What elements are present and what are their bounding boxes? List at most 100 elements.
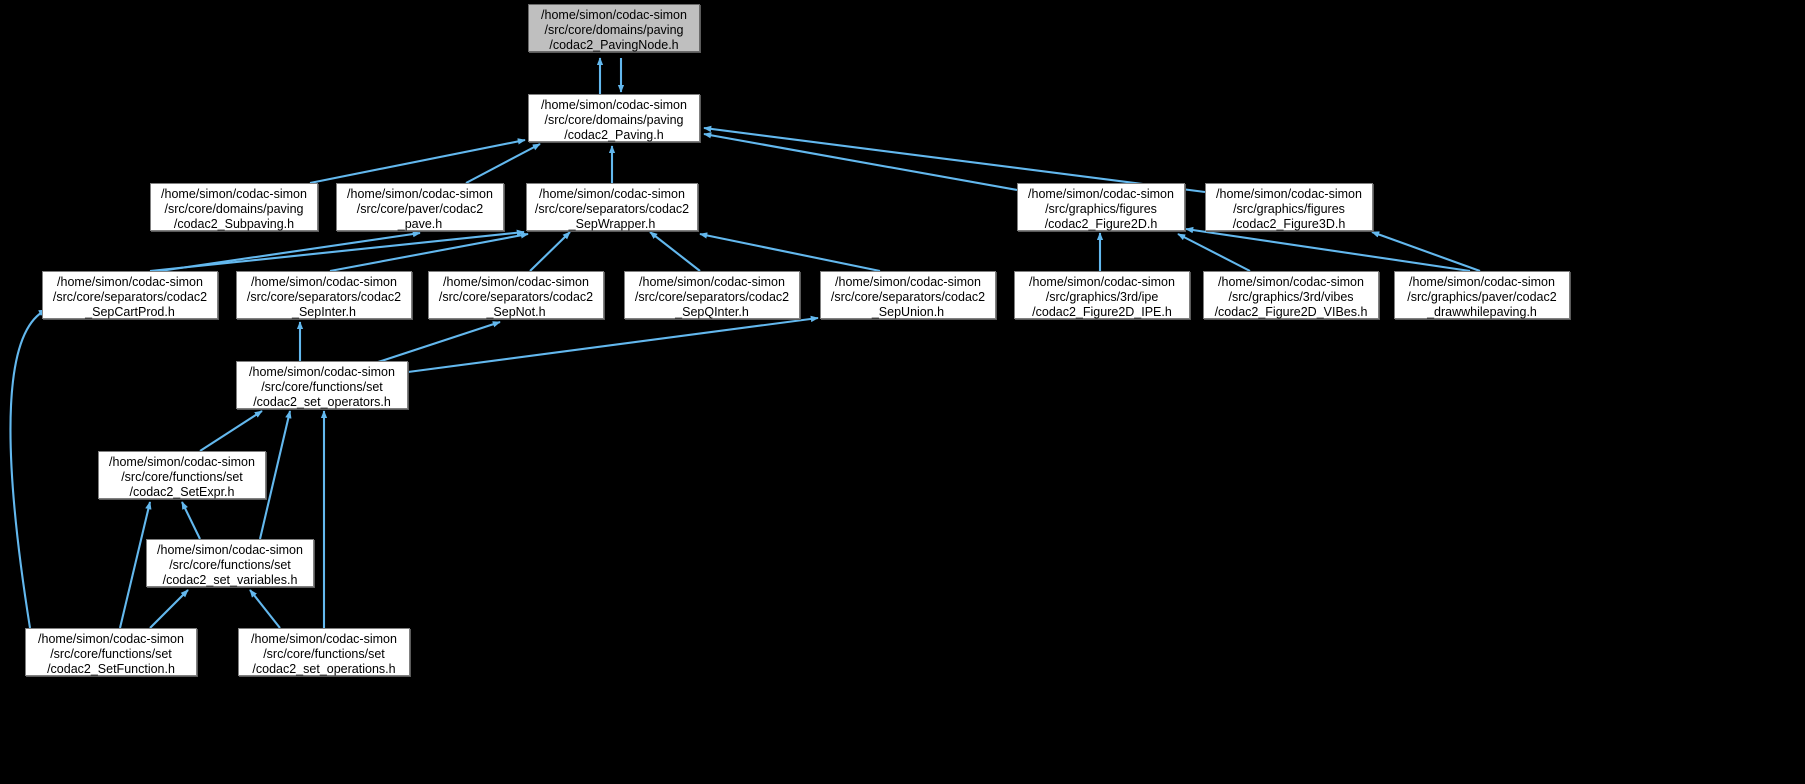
graph-edge	[199, 410, 263, 452]
graph-node-label-line: /src/graphics/figures	[1233, 202, 1345, 217]
graph-node-label-line: /codac2_SetFunction.h	[47, 662, 175, 677]
graph-node-label-line: /home/simon/codac-simon	[251, 632, 397, 646]
graph-node-sep_not[interactable]: /home/simon/codac-simon/src/core/separat…	[428, 271, 604, 319]
graph-node-label-line: /home/simon/codac-simon	[109, 455, 255, 469]
graph-node-label-line: /codac2_Subpaving.h	[173, 217, 295, 232]
graph-node-label-line: _SepNot.h	[486, 305, 546, 320]
graph-node-label-line: /src/core/domains/paving	[544, 23, 684, 38]
graph-edge	[1177, 233, 1251, 272]
graph-node-label-line: /src/core/functions/set	[121, 470, 243, 485]
graph-node-set_operators[interactable]: /home/simon/codac-simon/src/core/functio…	[236, 361, 408, 409]
graph-node-label-line: /src/core/functions/set	[169, 558, 291, 573]
graph-edge	[258, 410, 292, 540]
graph-node-figure3d[interactable]: /home/simon/codac-simon/src/graphics/fig…	[1205, 183, 1373, 231]
graph-node-sep_cartprod[interactable]: /home/simon/codac-simon/src/core/separat…	[42, 271, 218, 319]
graph-node-label-line: _SepUnion.h	[871, 305, 945, 320]
graph-node-label-line: /src/graphics/3rd/ipe	[1045, 290, 1159, 305]
graph-node-label-line: /codac2_SetExpr.h	[129, 485, 235, 500]
graph-node-label-line: /src/core/paver/codac2	[356, 202, 484, 217]
graph-node-set_variables[interactable]: /home/simon/codac-simon/src/core/functio…	[146, 539, 314, 587]
graph-node-label-line: /codac2_Figure2D_IPE.h	[1032, 305, 1172, 320]
graph-edge	[329, 232, 529, 273]
graph-edge	[118, 501, 152, 629]
graph-node-label-line: /src/core/functions/set	[263, 647, 385, 662]
graph-node-label-line: /home/simon/codac-simon	[251, 275, 397, 289]
graph-node-paving[interactable]: /home/simon/codac-simon/src/core/domains…	[528, 94, 700, 142]
graph-edge	[407, 315, 819, 374]
graph-node-figure2d_vibes[interactable]: /home/simon/codac-simon/src/graphics/3rd…	[1203, 271, 1379, 319]
graph-edge	[1371, 231, 1481, 272]
graph-node-pave[interactable]: /home/simon/codac-simon/src/core/paver/c…	[336, 183, 504, 231]
graph-node-label-line: /home/simon/codac-simon	[57, 275, 203, 289]
graph-node-label-line: /src/core/separators/codac2	[830, 290, 986, 305]
graph-node-label-line: /codac2_set_operations.h	[252, 662, 396, 677]
graph-edge	[703, 132, 1018, 192]
graph-node-paving_node: /home/simon/codac-simon/src/core/domains…	[528, 4, 700, 52]
graph-node-drawwhilepaving[interactable]: /home/simon/codac-simon/src/graphics/pav…	[1394, 271, 1570, 319]
graph-edge	[703, 125, 1206, 194]
graph-node-set_operations[interactable]: /home/simon/codac-simon/src/core/functio…	[238, 628, 410, 676]
graph-node-label-line: /home/simon/codac-simon	[161, 187, 307, 201]
graph-node-label-line: /codac2_set_operators.h	[253, 395, 391, 410]
graph-edge	[1185, 226, 1471, 273]
graph-node-label-line: _drawwhilepaving.h	[1427, 305, 1537, 320]
graph-node-label-line: /home/simon/codac-simon	[541, 98, 687, 112]
graph-node-label-line: /codac2_Figure2D_VIBes.h	[1214, 305, 1368, 320]
graph-node-label-line: _SepInter.h	[292, 305, 356, 320]
graph-node-label-line: _SepQInter.h	[675, 305, 749, 320]
graph-edge	[649, 231, 701, 272]
graph-edge	[699, 232, 881, 273]
graph-node-label-line: /src/graphics/figures	[1045, 202, 1157, 217]
graph-edge	[529, 231, 571, 272]
graph-node-sep_wrapper[interactable]: /home/simon/codac-simon/src/core/separat…	[526, 183, 698, 231]
graph-edge	[249, 589, 281, 629]
graph-node-label-line: /codac2_Figure2D.h	[1044, 217, 1158, 232]
graph-node-label-line: /src/core/separators/codac2	[52, 290, 208, 305]
graph-edge	[359, 321, 501, 369]
graph-node-label-line: /home/simon/codac-simon	[157, 543, 303, 557]
graph-node-label-line: /home/simon/codac-simon	[639, 275, 785, 289]
graph-node-label-line: _SepCartProd.h	[85, 305, 175, 320]
graph-node-label-line: /home/simon/codac-simon	[1216, 187, 1362, 201]
graph-edge	[465, 143, 541, 184]
graph-node-label-line: /home/simon/codac-simon	[443, 275, 589, 289]
graph-edge	[9, 309, 47, 629]
graph-edge	[159, 230, 421, 273]
graph-node-label-line: /src/core/separators/codac2	[438, 290, 594, 305]
graph-node-set_expr[interactable]: /home/simon/codac-simon/src/core/functio…	[98, 451, 266, 499]
graph-node-label-line: /src/core/separators/codac2	[246, 290, 402, 305]
graph-node-label-line: /src/graphics/3rd/vibes	[1228, 290, 1354, 305]
graph-node-label-line: /src/core/domains/paving	[164, 202, 304, 217]
graph-node-subpaving[interactable]: /home/simon/codac-simon/src/core/domains…	[150, 183, 318, 231]
graph-node-label-line: _pave.h	[397, 217, 443, 232]
graph-node-label-line: /src/core/domains/paving	[544, 113, 684, 128]
graph-node-label-line: /src/core/functions/set	[261, 380, 383, 395]
graph-edge	[149, 229, 525, 273]
graph-node-sep_qinter[interactable]: /home/simon/codac-simon/src/core/separat…	[624, 271, 800, 319]
graph-node-label-line: /home/simon/codac-simon	[835, 275, 981, 289]
graph-node-label-line: /home/simon/codac-simon	[249, 365, 395, 379]
graph-node-label-line: /home/simon/codac-simon	[1218, 275, 1364, 289]
graph-node-sep_inter[interactable]: /home/simon/codac-simon/src/core/separat…	[236, 271, 412, 319]
graph-node-label-line: /home/simon/codac-simon	[1409, 275, 1555, 289]
graph-node-label-line: /codac2_PavingNode.h	[549, 38, 679, 53]
graph-node-figure2d[interactable]: /home/simon/codac-simon/src/graphics/fig…	[1017, 183, 1185, 231]
graph-node-label-line: /home/simon/codac-simon	[1028, 187, 1174, 201]
graph-node-label-line: _SepWrapper.h	[568, 217, 656, 232]
graph-node-label-line: /home/simon/codac-simon	[347, 187, 493, 201]
graph-node-label-line: /home/simon/codac-simon	[1029, 275, 1175, 289]
graph-node-label-line: /src/core/separators/codac2	[534, 202, 690, 217]
graph-node-label-line: /src/graphics/paver/codac2	[1407, 290, 1557, 305]
graph-node-set_function[interactable]: /home/simon/codac-simon/src/core/functio…	[25, 628, 197, 676]
graph-node-label-line: /codac2_Paving.h	[564, 128, 664, 143]
graph-node-label-line: /src/core/functions/set	[50, 647, 172, 662]
graph-node-figure2d_ipe[interactable]: /home/simon/codac-simon/src/graphics/3rd…	[1014, 271, 1190, 319]
graph-node-sep_union[interactable]: /home/simon/codac-simon/src/core/separat…	[820, 271, 996, 319]
graph-node-label-line: /codac2_set_variables.h	[162, 573, 298, 588]
graph-node-label-line: /codac2_Figure3D.h	[1232, 217, 1346, 232]
graph-node-label-line: /home/simon/codac-simon	[38, 632, 184, 646]
graph-node-label-line: /src/core/separators/codac2	[634, 290, 790, 305]
graph-edge	[181, 501, 201, 540]
